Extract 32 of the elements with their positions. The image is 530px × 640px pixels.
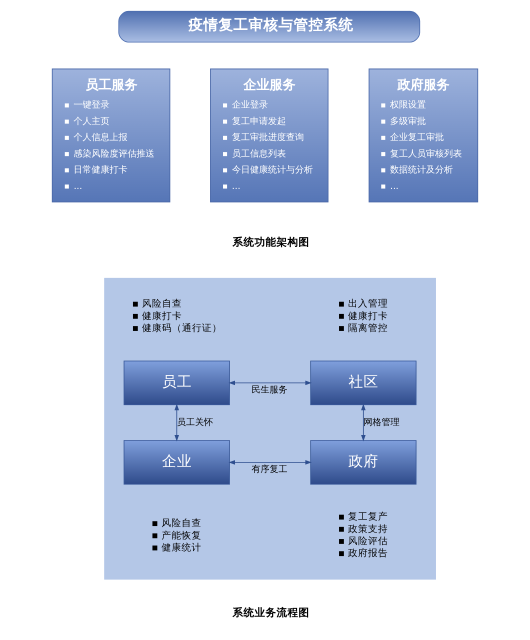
node-label: 健康打卡 [142, 310, 182, 322]
edge-label: 员工关怀 [176, 418, 213, 428]
cluster [104, 278, 436, 580]
node-label: 隔离管控 [348, 323, 388, 334]
edge-label: 民生服务 [251, 385, 288, 396]
node-label: 风险自查 [161, 518, 202, 530]
node-label: 健康码（通行证） [142, 323, 222, 334]
node-box: 企业服务 企业登录 复工申请发起 复工审批进度查询 员工信息列表 今日健康统计与分析 ... [210, 68, 328, 202]
node-label: 出入管理 [348, 298, 388, 310]
node-box: 政府 [310, 440, 416, 485]
node-box: 政府服务 权限设置 多级审批 企业复工审批 复工人员审核列表 数据统计及分析 ... [368, 68, 478, 202]
node-label: 健康打卡 [348, 310, 388, 322]
node-label: 健康统计 [161, 542, 202, 554]
node-label: 政策支持 [348, 524, 388, 535]
node-box: 疫情复工审核与管控系统 [118, 10, 420, 43]
node-box: 员工服务 一键登录 个人主页 个人信息上报 感染风险度评估推送 日常健康打卡 ... [52, 68, 170, 202]
arrow [228, 380, 312, 386]
node-box: 员工 [124, 360, 230, 406]
edge-label: 有序复工 [251, 464, 288, 475]
node-label: 政府报告 [348, 548, 388, 560]
node-box: 企业 [124, 440, 230, 485]
arrow [174, 404, 180, 442]
node-label: 风险评估 [348, 536, 388, 547]
node-label: 风险自查 [142, 298, 182, 310]
label: 系统业务流程图 [232, 607, 310, 620]
node-label: 产能恢复 [161, 530, 202, 542]
node-label: 复工复产 [348, 512, 388, 523]
arrow [361, 404, 366, 442]
edge-label: 网格管理 [363, 418, 400, 428]
label: 系统功能架构图 [232, 236, 310, 248]
arrow [228, 460, 312, 465]
node-box: 社区 [310, 360, 416, 406]
